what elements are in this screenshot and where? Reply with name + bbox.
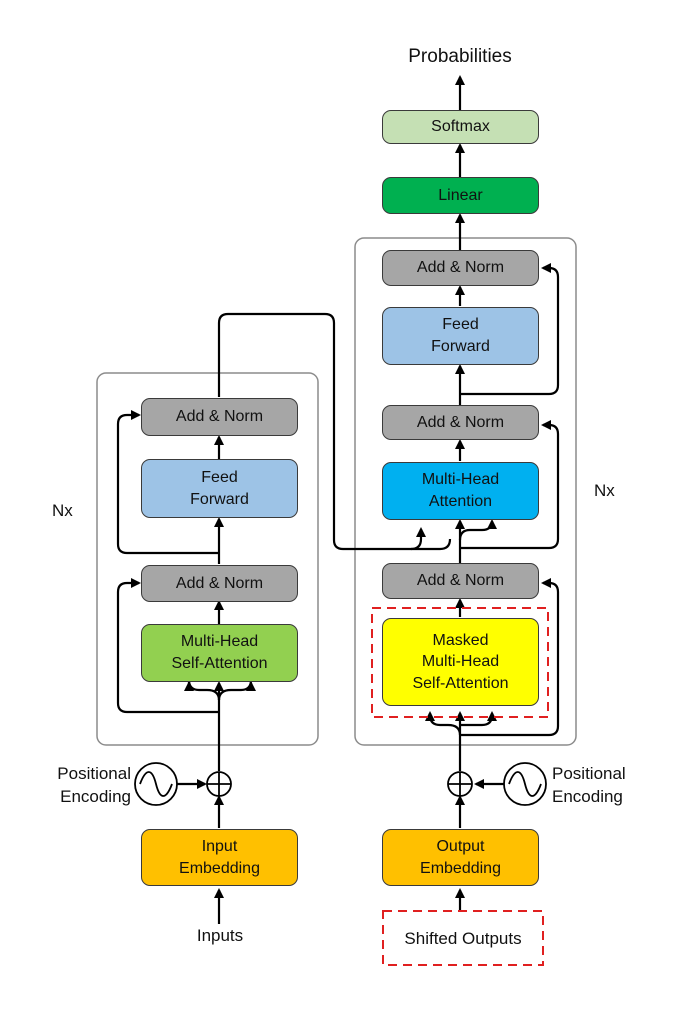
input-embedding-label: Input Embedding <box>179 837 260 877</box>
shifted-outputs-label: Shifted Outputs <box>404 929 522 948</box>
decoder-masked-branch-right <box>459 711 497 727</box>
encoder-branch-right <box>217 679 253 701</box>
output-embedding: Output Embedding <box>382 829 539 886</box>
linear-label: Linear <box>438 186 483 204</box>
decoder-add-norm-mid-label: Add & Norm <box>416 413 505 431</box>
encoder-feed-forward: Feed Forward <box>141 459 298 518</box>
decoder-masked-attention: Masked Multi-Head Self-Attention <box>382 618 539 706</box>
encoder-sum-icon <box>206 771 232 797</box>
decoder-repeat-label: Nx <box>594 481 615 500</box>
decoder-residual-2 <box>460 420 560 550</box>
decoder-feed-forward: Feed Forward <box>382 307 539 365</box>
decoder-masked-attention-label: Masked Multi-Head Self-Attention <box>412 631 509 692</box>
encoder-residual-2 <box>116 410 219 555</box>
probabilities-label: Probabilities <box>408 46 512 67</box>
decoder-residual-3 <box>460 263 560 396</box>
decoder-cross-branch-right <box>458 519 497 541</box>
encoder-feed-forward-label: Feed Forward <box>190 468 249 508</box>
encoder-branch-to-attn-left <box>187 679 221 701</box>
decoder-add-norm-bottom-label: Add & Norm <box>416 572 505 590</box>
shifted-outputs-highlight <box>382 910 544 966</box>
encoder-repeat-label: Nx <box>52 501 73 520</box>
inputs-label: Inputs <box>196 926 244 945</box>
encoder-output-branch <box>411 538 452 551</box>
decoder-stack-outline <box>354 237 577 746</box>
decoder-add-norm-top-label: Add & Norm <box>416 259 505 277</box>
encoder-add-norm-top-label: Add & Norm <box>175 408 264 426</box>
encoder-residual-1 <box>116 578 219 714</box>
decoder-add-norm-bottom: Add & Norm <box>382 563 539 599</box>
decoder-positional-encoding-label: Positional Encoding <box>552 764 626 806</box>
output-embedding-label: Output Embedding <box>420 837 501 877</box>
decoder-sine-wave-icon <box>503 762 547 806</box>
decoder-add-norm-mid: Add & Norm <box>382 405 539 440</box>
encoder-self-attention: Multi-Head Self-Attention <box>141 624 298 682</box>
decoder-cross-attention: Multi-Head Attention <box>382 462 539 520</box>
softmax-layer: Softmax <box>382 110 539 144</box>
softmax-label: Softmax <box>431 118 490 136</box>
decoder-sum-icon <box>447 771 473 797</box>
linear-layer: Linear <box>382 177 539 214</box>
masked-attention-highlight <box>371 607 549 718</box>
decoder-cross-attention-label: Multi-Head Attention <box>421 471 500 510</box>
encoder-add-norm-top: Add & Norm <box>141 398 298 436</box>
decoder-add-norm-top: Add & Norm <box>382 250 539 286</box>
decoder-residual-1 <box>460 578 560 737</box>
encoder-add-norm-bottom-label: Add & Norm <box>175 574 264 592</box>
decoder-masked-branch-left <box>425 711 462 736</box>
encoder-self-attention-label: Multi-Head Self-Attention <box>171 633 268 672</box>
decoder-feed-forward-label: Feed Forward <box>431 316 490 355</box>
encoder-sine-wave-icon <box>134 762 178 806</box>
encoder-stack-outline <box>96 372 319 746</box>
encoder-add-norm-bottom: Add & Norm <box>141 565 298 602</box>
encoder-positional-encoding-label: Positional Encoding <box>57 764 131 806</box>
input-embedding: Input Embedding <box>141 829 298 886</box>
